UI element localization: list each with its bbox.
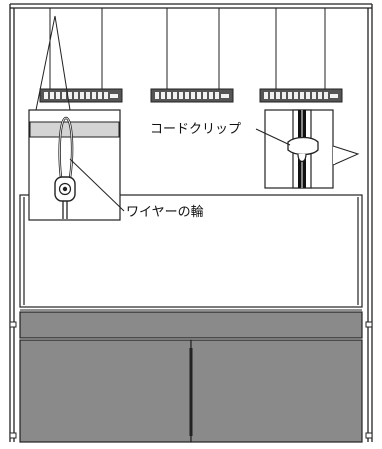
cabinet-stand: [19, 309, 363, 443]
wire-loop-leader: [69, 158, 125, 212]
cord-clip-inset: [255, 106, 360, 189]
light-fixture-right: [259, 88, 343, 103]
wire-loop-inset: [28, 15, 125, 221]
cord-clip: [287, 136, 319, 156]
cabinet-door-left: [19, 339, 192, 443]
cord-clip-label: コードクリップ: [150, 122, 242, 137]
cabinet-door-right: [190, 339, 363, 443]
mount-bar: [29, 121, 120, 138]
light-fixture-left: [39, 88, 123, 103]
light-fixture-center: [150, 88, 234, 103]
frame-brackets: [9, 321, 373, 439]
hanging-wires: [49, 8, 326, 89]
cord-clip-leader: [255, 128, 291, 146]
wire-loop-label: ワイヤーの輪: [126, 205, 204, 220]
frame: [9, 3, 373, 442]
